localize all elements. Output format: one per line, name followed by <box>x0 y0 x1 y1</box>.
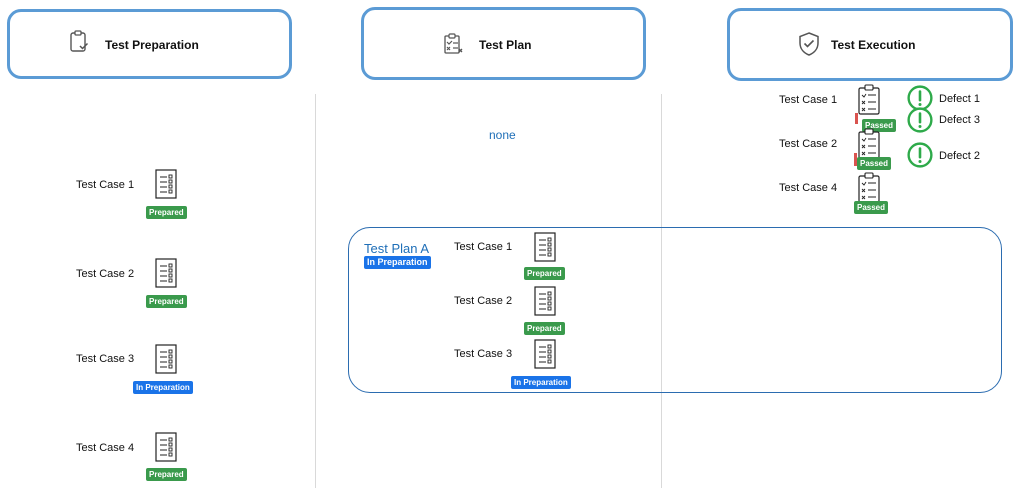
defect-2-label: Defect 2 <box>939 150 980 162</box>
phase-title-plan: Test Plan <box>479 38 532 52</box>
exec-case-2-clipboard-icon <box>858 128 880 159</box>
phase-test-execution <box>727 8 1013 81</box>
test-plan-a-status-badge: In Preparation <box>364 256 431 269</box>
plan-case-2-doc-icon <box>534 286 556 316</box>
prep-case-3-doc-icon <box>155 344 177 374</box>
plan-none-text: none <box>489 128 516 142</box>
phase-title-preparation: Test Preparation <box>105 38 199 52</box>
prep-case-3-label: Test Case 3 <box>76 353 135 365</box>
prep-case-2-label: Test Case 2 <box>76 268 135 280</box>
prep-case-1-status-badge: Prepared <box>146 206 187 219</box>
prep-case-1-doc-icon <box>155 169 177 199</box>
checklist-icon <box>444 33 463 54</box>
divider-right <box>661 94 662 488</box>
divider-left <box>315 94 316 488</box>
defect-3-label: Defect 3 <box>939 114 980 126</box>
prep-case-3-status-badge: In Preparation <box>133 381 193 394</box>
prep-case-2-doc-icon <box>155 258 177 288</box>
plan-case-3-doc-icon <box>534 339 556 369</box>
exec-case-1-clipboard-icon <box>858 84 880 115</box>
exec-case-1-label: Test Case 1 <box>779 94 838 106</box>
prep-case-1-label: Test Case 1 <box>76 179 135 191</box>
plan-case-2-status-badge: Prepared <box>524 322 565 335</box>
plan-case-1-label: Test Case 1 <box>454 241 513 253</box>
defect-2-alert-icon <box>907 142 933 168</box>
defect-1-label: Defect 1 <box>939 93 980 105</box>
exec-case-2-red-marker <box>854 153 857 166</box>
shield-check-icon <box>799 32 819 56</box>
plan-case-1-doc-icon <box>534 232 556 262</box>
phase-test-plan <box>361 7 646 80</box>
prep-case-4-status-badge: Prepared <box>146 468 187 481</box>
exec-case-4-clipboard-icon <box>858 172 880 203</box>
plan-case-2-label: Test Case 2 <box>454 295 513 307</box>
test-plan-a-title: Test Plan A <box>364 241 430 256</box>
test-plan-a-container <box>348 227 1002 393</box>
prep-case-4-label: Test Case 4 <box>76 442 135 454</box>
exec-case-4-status-badge: Passed <box>854 201 889 214</box>
clipboard-check-icon <box>70 30 89 52</box>
prep-case-2-status-badge: Prepared <box>146 295 187 308</box>
plan-case-3-status-badge: In Preparation <box>511 376 571 389</box>
prep-case-4-doc-icon <box>155 432 177 462</box>
phase-test-preparation <box>7 9 292 79</box>
exec-case-4-label: Test Case 4 <box>779 182 838 194</box>
plan-case-3-label: Test Case 3 <box>454 348 513 360</box>
plan-case-1-status-badge: Prepared <box>524 267 565 280</box>
defect-3-alert-icon <box>907 107 933 133</box>
exec-case-2-status-badge: Passed <box>857 157 892 170</box>
phase-title-execution: Test Execution <box>831 38 916 52</box>
exec-case-2-label: Test Case 2 <box>779 138 838 150</box>
exec-case-1-red-marker <box>855 113 858 124</box>
